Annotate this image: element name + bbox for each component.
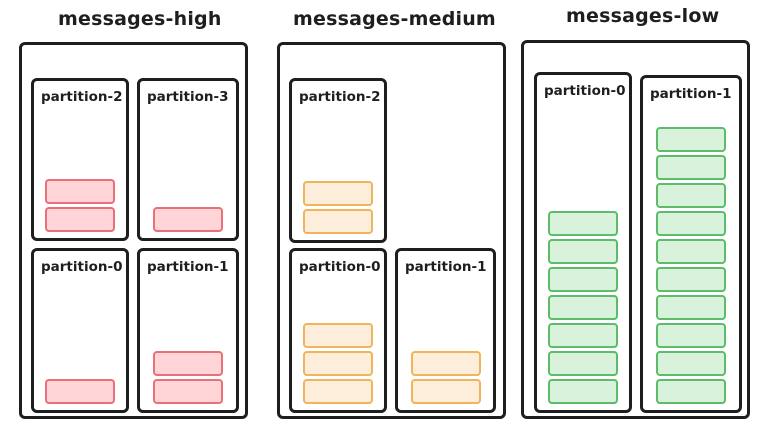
message-block — [656, 155, 726, 180]
message-block — [656, 267, 726, 292]
message-block — [45, 179, 115, 204]
message-block — [153, 351, 223, 376]
message-block — [45, 207, 115, 232]
partition-2-box: partition-2 — [31, 78, 129, 241]
partition-label: partition-0 — [544, 83, 626, 99]
message-block — [303, 209, 373, 234]
partition-0-box: partition-0 — [534, 72, 632, 413]
message-block — [411, 379, 481, 404]
topic-title-messages-high: messages-high — [58, 8, 222, 30]
partition-3-box: partition-3 — [137, 78, 239, 241]
message-block — [303, 379, 373, 404]
message-block — [303, 181, 373, 206]
message-block — [656, 211, 726, 236]
topic-messages-medium: partition-2 partition-0 partition-1 — [277, 42, 506, 419]
partition-label: partition-1 — [147, 259, 229, 275]
message-block — [656, 379, 726, 404]
topic-title-messages-medium: messages-medium — [293, 8, 496, 30]
message-block — [656, 323, 726, 348]
partition-label: partition-0 — [41, 259, 123, 275]
partition-label: partition-2 — [299, 89, 381, 105]
partition-label: partition-1 — [405, 259, 487, 275]
partition-1-box: partition-1 — [395, 248, 496, 413]
partition-label: partition-1 — [650, 86, 732, 102]
message-block — [411, 351, 481, 376]
message-block — [656, 239, 726, 264]
message-block — [656, 183, 726, 208]
message-block — [548, 267, 618, 292]
message-block — [303, 323, 373, 348]
message-block — [45, 379, 115, 404]
message-block — [548, 323, 618, 348]
topic-messages-high: partition-2 partition-3 partition-0 part… — [19, 42, 248, 419]
message-block — [548, 239, 618, 264]
message-block — [656, 295, 726, 320]
partition-0-box: partition-0 — [289, 248, 387, 413]
partition-label: partition-0 — [299, 259, 381, 275]
partition-0-box: partition-0 — [31, 248, 129, 413]
message-block — [303, 351, 373, 376]
message-block — [548, 211, 618, 236]
topic-title-messages-low: messages-low — [566, 5, 720, 27]
partition-label: partition-2 — [41, 89, 123, 105]
partition-1-box: partition-1 — [640, 75, 742, 413]
message-block — [656, 127, 726, 152]
message-block — [548, 379, 618, 404]
message-block — [153, 207, 223, 232]
partition-label: partition-3 — [147, 89, 229, 105]
message-block — [548, 295, 618, 320]
partition-1-box: partition-1 — [137, 248, 239, 413]
message-block — [548, 351, 618, 376]
partition-2-box: partition-2 — [289, 78, 387, 243]
message-block — [656, 351, 726, 376]
message-block — [153, 379, 223, 404]
topic-messages-low: partition-0 partition-1 — [521, 40, 750, 419]
